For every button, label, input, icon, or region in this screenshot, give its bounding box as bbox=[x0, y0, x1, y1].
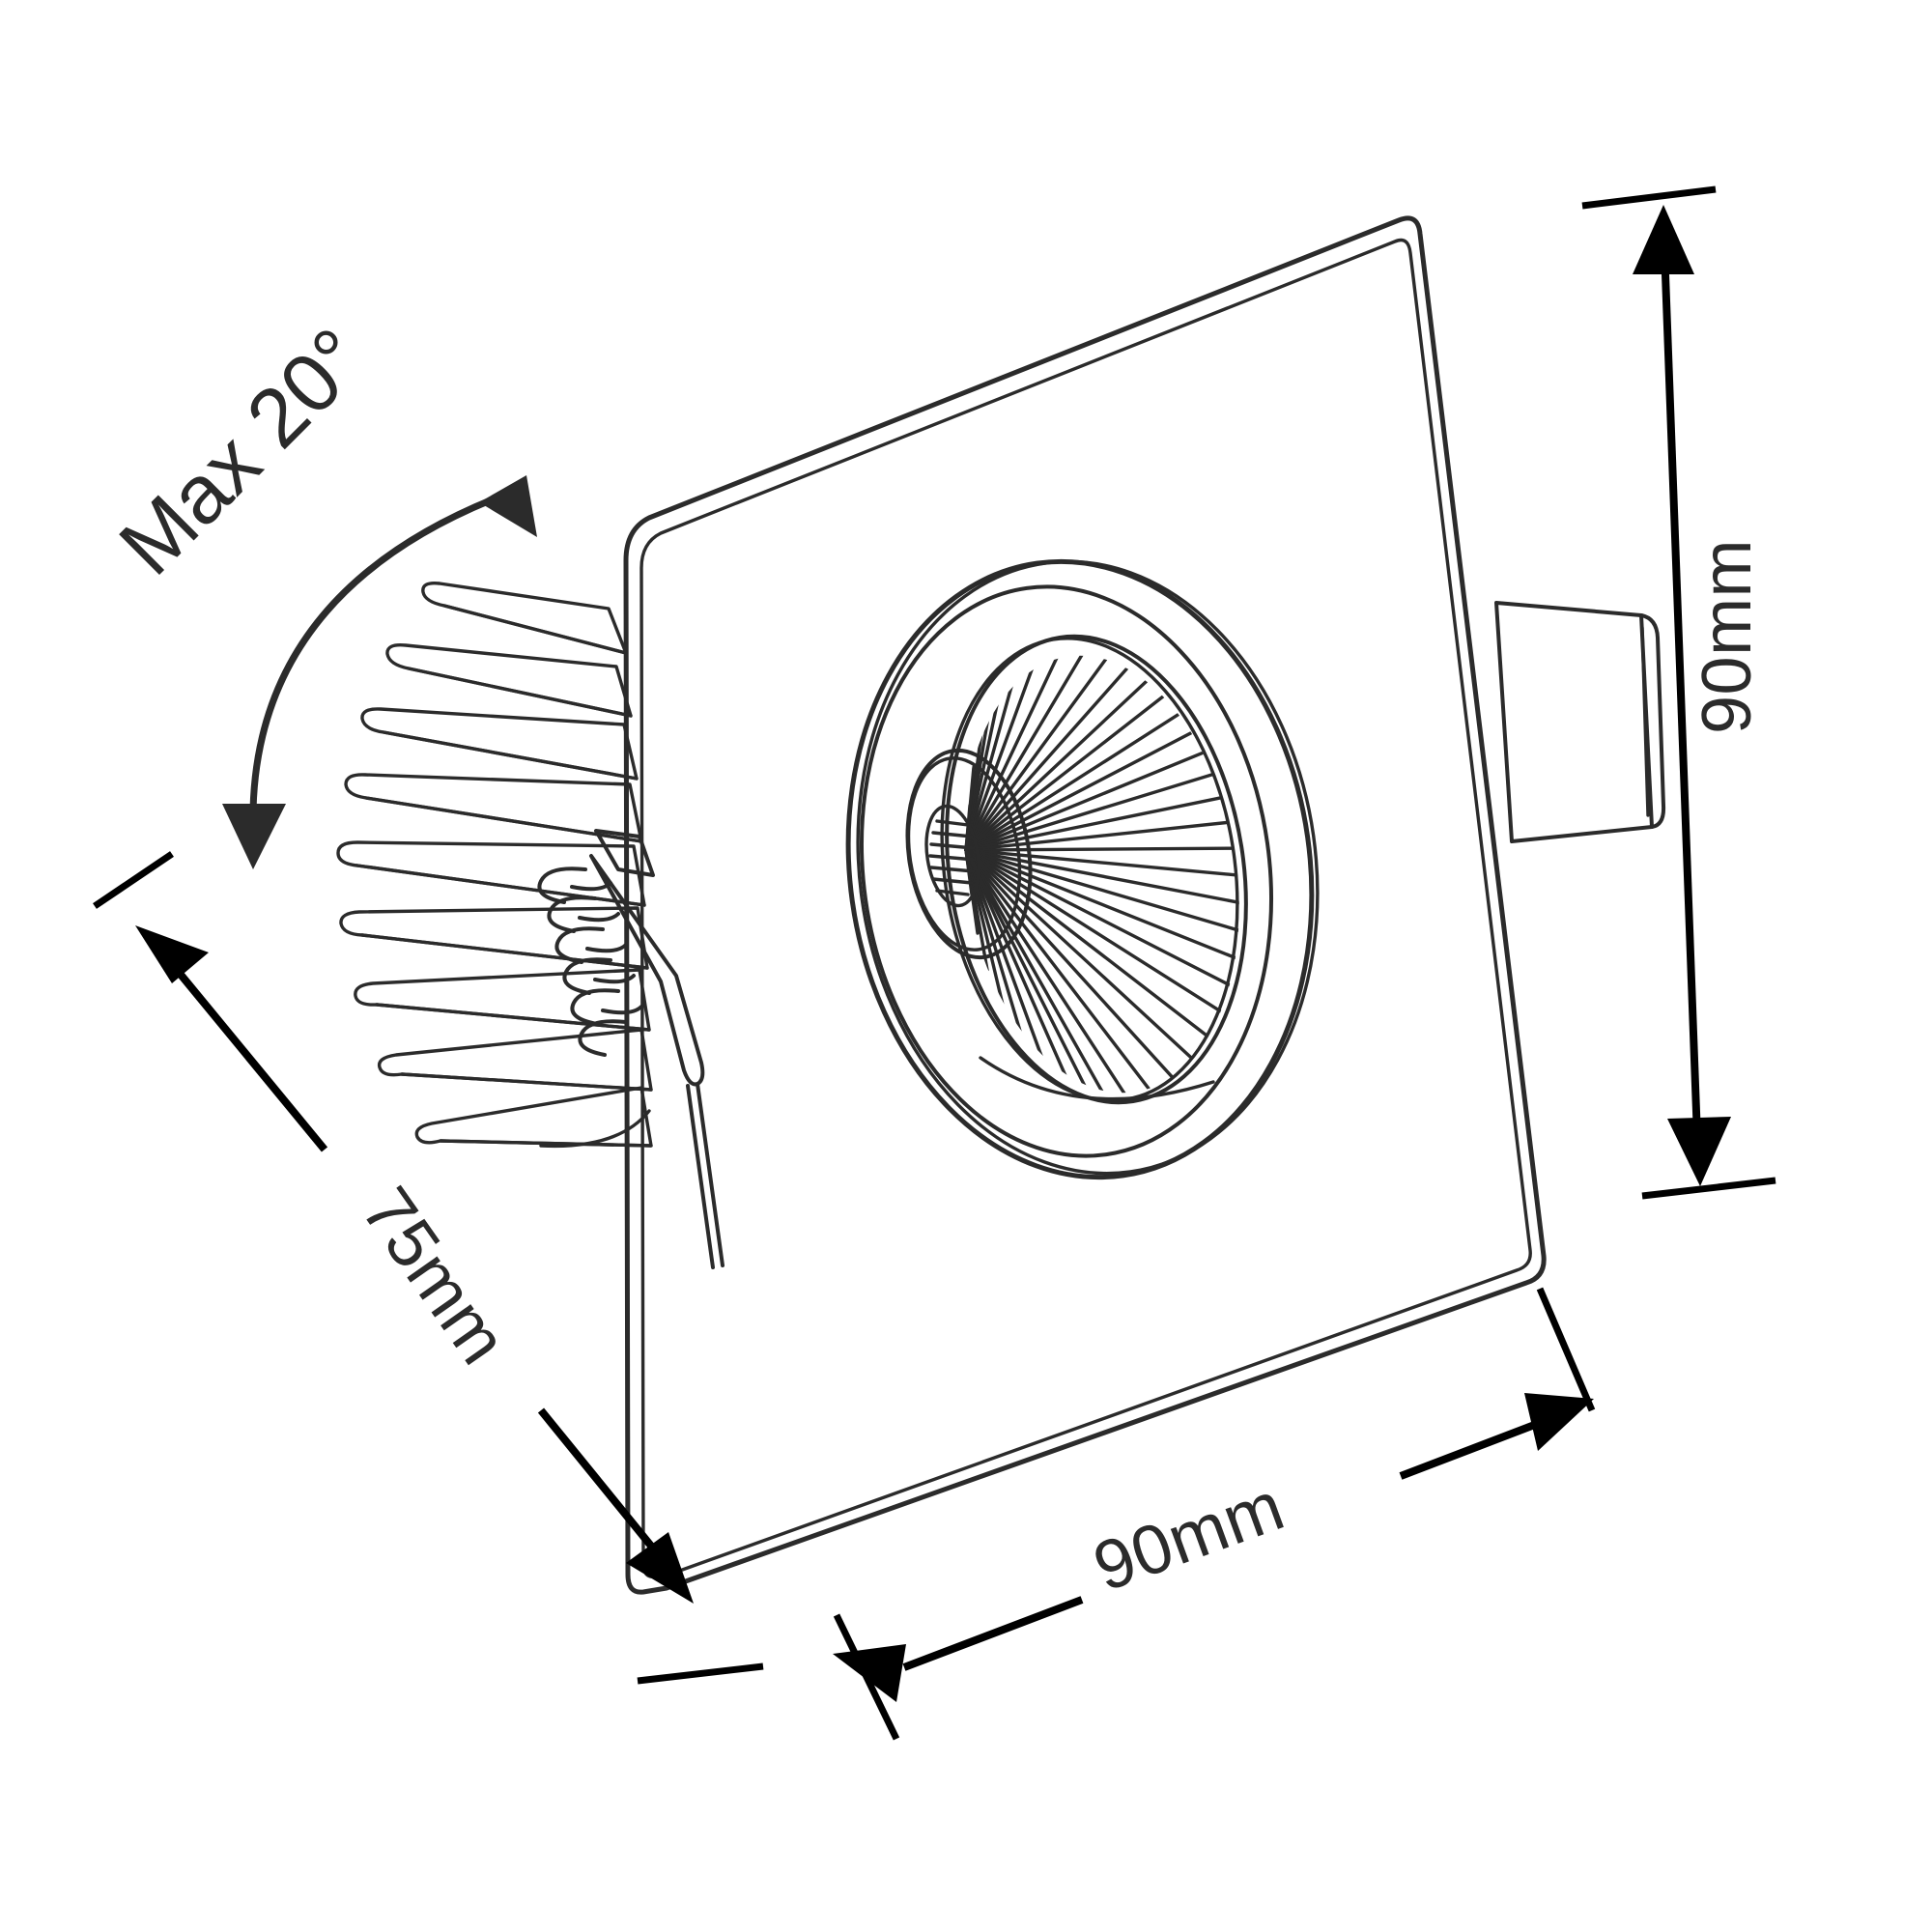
dimension-body-depth bbox=[93, 851, 764, 1685]
spring-clip bbox=[537, 829, 724, 1269]
heatsink bbox=[336, 582, 653, 1149]
dimension-bezel-width bbox=[833, 1287, 1596, 1741]
dimension-bezel-height bbox=[1581, 185, 1776, 1200]
terminal-block bbox=[1494, 601, 1666, 843]
tilt-angle-label: Max 20° bbox=[102, 311, 384, 593]
reflector bbox=[845, 558, 1320, 1180]
bezel-height-label: 90mm bbox=[1689, 539, 1766, 734]
reflector-facets bbox=[964, 635, 1262, 1114]
dimension-tilt-angle bbox=[222, 475, 537, 869]
led-chip bbox=[924, 804, 980, 908]
square-bezel bbox=[623, 215, 1547, 1595]
body-depth-label: 75mm bbox=[347, 1174, 522, 1378]
bezel-width-label: 90mm bbox=[1084, 1467, 1293, 1606]
